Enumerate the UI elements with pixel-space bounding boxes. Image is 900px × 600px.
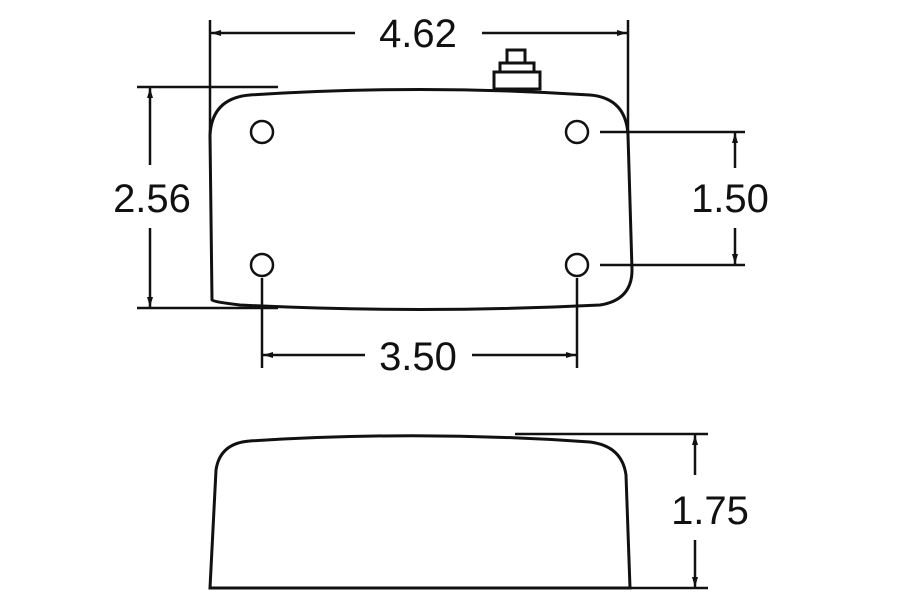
dimension-label: 1.50 (691, 177, 769, 221)
dimension-overall-width: 4.62 (208, 12, 630, 140)
dimension-depth: 1.75 (515, 432, 749, 590)
dimension-overall-height: 2.56 (113, 85, 278, 310)
dimension-label: 4.62 (379, 12, 457, 56)
dimension-hole-vertical: 1.50 (600, 130, 769, 267)
dimension-label: 1.75 (671, 489, 749, 533)
mounting-hole (564, 252, 590, 278)
top-view (208, 48, 634, 311)
lamp-side-outline (208, 434, 632, 590)
mounting-hole (564, 119, 590, 145)
mounting-hole (249, 252, 275, 278)
mounting-hole (249, 119, 275, 145)
dimension-label: 3.50 (379, 335, 457, 379)
lamp-body-outline (208, 88, 634, 311)
dimension-hole-horizontal: 3.50 (260, 278, 579, 379)
connector (492, 48, 542, 91)
side-view (208, 434, 632, 590)
dimension-label: 2.56 (113, 177, 191, 221)
